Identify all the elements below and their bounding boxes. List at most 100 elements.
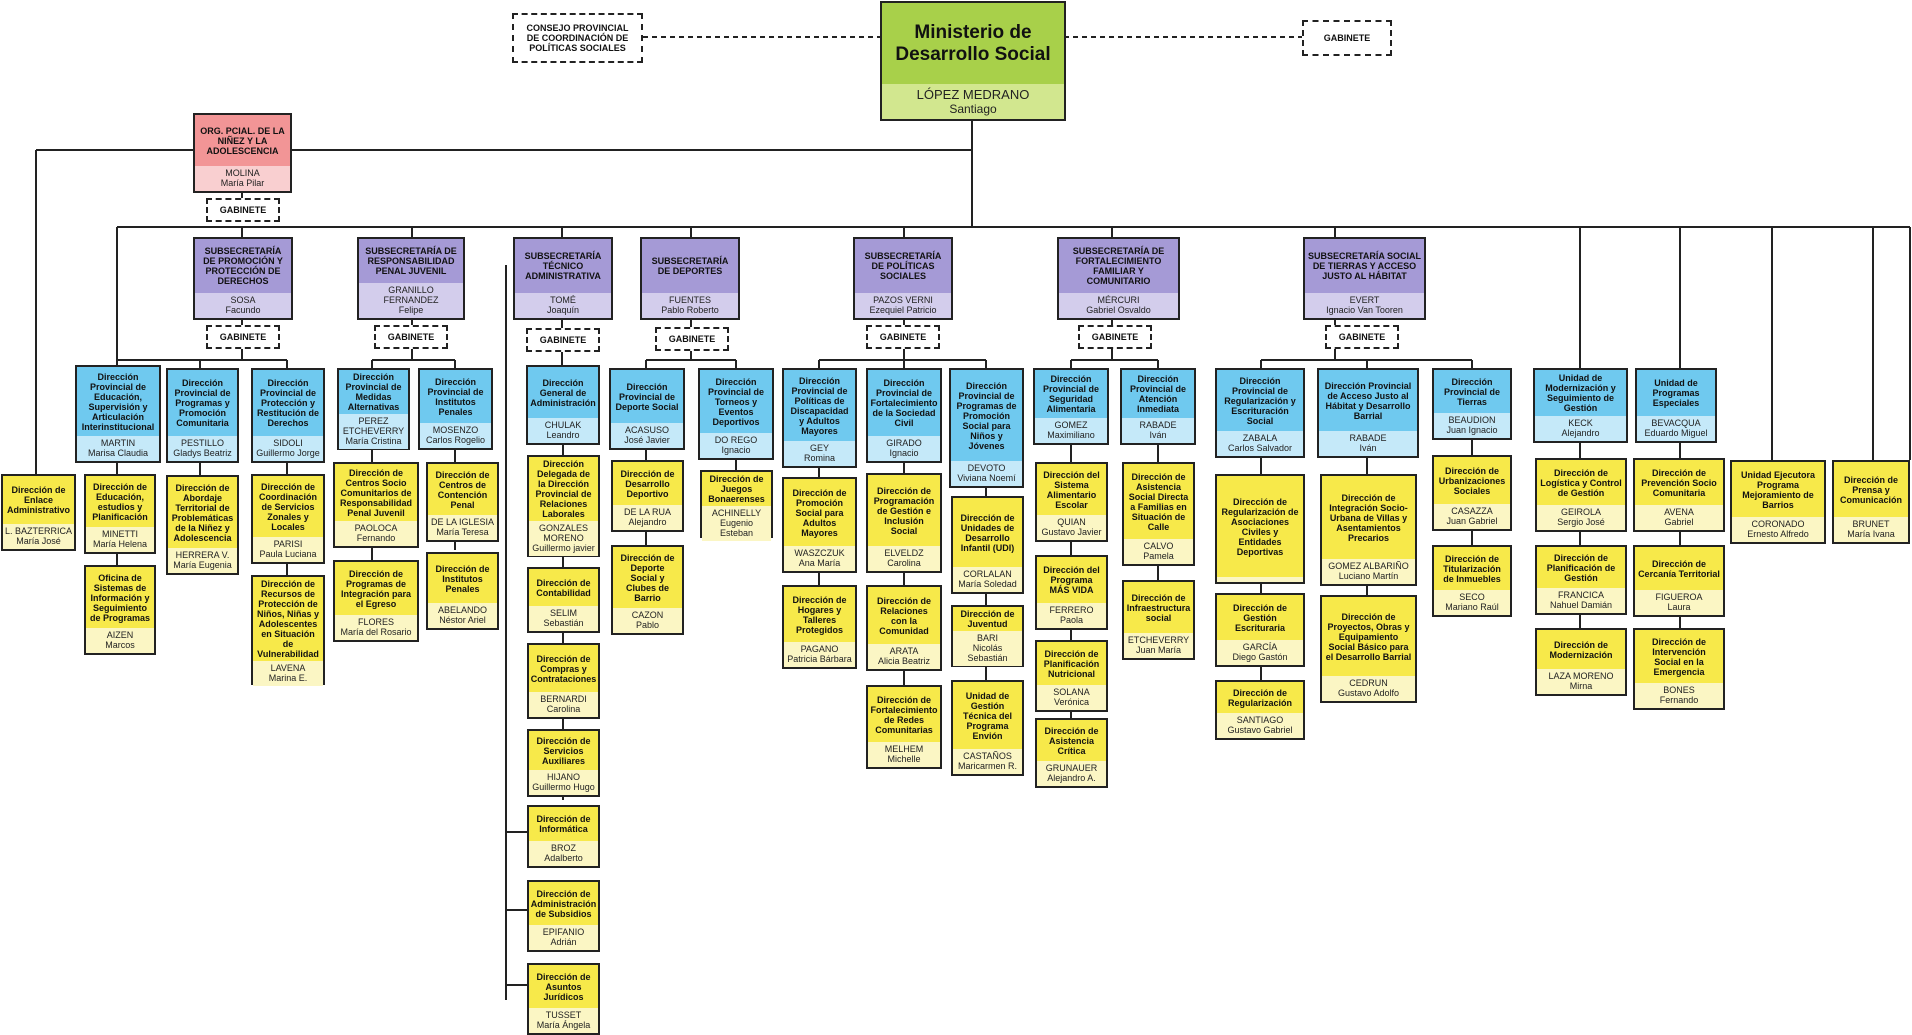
direccion-box[interactable]: Dirección de Abordaje Territorial de Pro…	[166, 475, 239, 575]
subsecretaria-box[interactable]: SUBSECRETARÍA DE FORTALECIMIENTO FAMILIA…	[1057, 237, 1180, 320]
person-surname: KECK	[1568, 418, 1593, 428]
direccion-provincial-box[interactable]: Dirección Provincial de Regularización y…	[1215, 368, 1305, 458]
person-given-name: Gustavo Adolfo	[1337, 688, 1400, 698]
gabinete-tierras[interactable]: GABINETE	[1325, 325, 1399, 349]
direccion-box[interactable]: Dirección de Unidades de Desarrollo Infa…	[951, 496, 1024, 594]
direccion-box[interactable]: Dirección de Intervención Social en la E…	[1633, 628, 1725, 710]
person-surname: LAVENA	[270, 663, 306, 673]
direccion-box[interactable]: Dirección de Administración de Subsidios…	[527, 880, 600, 952]
direccion-box[interactable]: Dirección de Programación de Gestión e I…	[866, 473, 942, 573]
direccion-box[interactable]: Dirección de Prevención Socio Comunitari…	[1633, 458, 1725, 532]
direccion-provincial-box[interactable]: Dirección Provincial de Institutos Penal…	[418, 368, 493, 450]
direccion-box[interactable]: Dirección del Sistema Alimentario Escola…	[1035, 462, 1108, 542]
ministry-box[interactable]: Ministerio de Desarrollo Social LÓPEZ ME…	[880, 1, 1066, 121]
gabinete-ministro[interactable]: GABINETE	[1302, 20, 1392, 56]
direccion-box[interactable]: Dirección de Logística y Control de Gest…	[1535, 458, 1627, 532]
direccion-provincial-box[interactable]: Dirección Provincial de Programas y Prom…	[166, 368, 239, 463]
direccion-box[interactable]: Dirección Delegada de la Dirección Provi…	[527, 455, 600, 557]
person-given-name: Marina E.	[268, 673, 308, 683]
direccion-provincial-box[interactable]: Dirección Provincial de Medidas Alternat…	[337, 368, 410, 450]
gabinete-politicas[interactable]: GABINETE	[866, 325, 940, 349]
subsecretaria-box[interactable]: SUBSECRETARÍA SOCIAL DE TIERRAS Y ACCESO…	[1303, 237, 1426, 320]
direccion-box[interactable]: Dirección de Educación, estudios y Plani…	[84, 474, 156, 554]
direccion-box[interactable]: Dirección de Centros Socio Comunitarios …	[333, 462, 419, 548]
person-surname: MOSENZO	[432, 425, 479, 435]
direccion-provincial-box[interactable]: Dirección Provincial de Fortalecimiento …	[866, 368, 942, 463]
direccion-box[interactable]: Unidad de Gestión Técnica del Programa E…	[951, 680, 1024, 776]
direccion-provincial-box[interactable]: Dirección Provincial de Seguridad Alimen…	[1033, 368, 1109, 445]
gabinete-penal[interactable]: GABINETE	[374, 325, 448, 349]
unidad-box[interactable]: Unidad Ejecutora Programa Mejoramiento d…	[1730, 460, 1826, 544]
box-title: Dirección de Contabilidad	[529, 569, 598, 606]
direccion-box[interactable]: Dirección de Recursos de Protección de N…	[251, 575, 325, 686]
direccion-box[interactable]: Dirección de Asistencia Social Directa a…	[1122, 462, 1195, 566]
gabinete-tecnico[interactable]: GABINETE	[526, 328, 600, 352]
direccion-provincial-box[interactable]: Dirección Provincial de Torneos y Evento…	[698, 368, 774, 460]
person-given-name: María Ivana	[1847, 529, 1895, 539]
direccion-provincial-box[interactable]: Dirección Provincial de Atención Inmedia…	[1120, 368, 1196, 445]
direccion-box[interactable]: Dirección de Programas de Integración pa…	[333, 560, 419, 642]
direccion-box[interactable]: Dirección de Integración Socio-Urbana de…	[1320, 474, 1417, 586]
direccion-box[interactable]: Oficina de Sistemas de Información y Seg…	[84, 565, 156, 655]
direccion-box[interactable]: Dirección de Fortalecimiento de Redes Co…	[866, 685, 942, 769]
direccion-provincial-box[interactable]: Dirección Provincial de Acceso Justo al …	[1317, 368, 1419, 458]
consejo-box[interactable]: CONSEJO PROVINCIAL DE COORDINACIÓN DE PO…	[512, 13, 643, 63]
gabinete-org[interactable]: GABINETE	[206, 198, 280, 222]
direccion-box[interactable]: Dirección de Titularización de Inmuebles…	[1432, 545, 1512, 617]
org-box[interactable]: ORG. PCIAL. DE LA NIÑEZ Y LA ADOLESCENCI…	[193, 113, 292, 193]
direccion-box[interactable]: Dirección de Promoción Social para Adult…	[782, 477, 857, 573]
person-surname: ETCHEVERRY	[1127, 635, 1190, 645]
direccion-box[interactable]: Dirección de Centros de Contención Penal…	[426, 462, 499, 542]
subsecretaria-box[interactable]: SUBSECRETARÍA DE RESPONSABILIDAD PENAL J…	[357, 237, 465, 320]
unidad-box[interactable]: Unidad de Modernización y Seguimiento de…	[1533, 368, 1628, 443]
direccion-provincial-box[interactable]: Dirección Provincial de Políticas de Dis…	[782, 368, 857, 468]
direccion-provincial-box[interactable]: Dirección Provincial de Programas de Pro…	[949, 368, 1024, 488]
gabinete-promocion[interactable]: GABINETE	[206, 325, 280, 349]
box-title: Dirección General de Administración	[528, 367, 598, 418]
direccion-box[interactable]: Dirección de Relaciones con la Comunidad…	[866, 585, 942, 671]
direccion-box[interactable]: Dirección de Proyectos, Obras y Equipami…	[1320, 595, 1417, 703]
direccion-box[interactable]: Dirección de Coordinación de Servicios Z…	[251, 474, 325, 564]
direccion-provincial-box[interactable]: Dirección Provincial de Protección y Res…	[251, 368, 325, 463]
box-title: Dirección de Asistencia Social Directa a…	[1124, 464, 1193, 539]
gabinete-fortalecimiento[interactable]: GABINETE	[1078, 325, 1152, 349]
gabinete-deportes[interactable]: GABINETE	[655, 327, 729, 351]
person-surname: EPIFANIO	[542, 927, 585, 937]
direccion-box[interactable]: Dirección de Regularización de Asociacio…	[1215, 474, 1305, 584]
subsecretaria-box[interactable]: SUBSECRETARÍA DE PROMOCIÓN Y PROTECCIÓN …	[193, 237, 293, 320]
direccion-box[interactable]: Dirección de Deporte Social y Clubes de …	[611, 545, 684, 635]
direccion-box[interactable]: Dirección de Hogares y Talleres Protegid…	[782, 585, 857, 669]
direccion-provincial-box[interactable]: Dirección Provincial de Educación, Super…	[75, 365, 161, 463]
